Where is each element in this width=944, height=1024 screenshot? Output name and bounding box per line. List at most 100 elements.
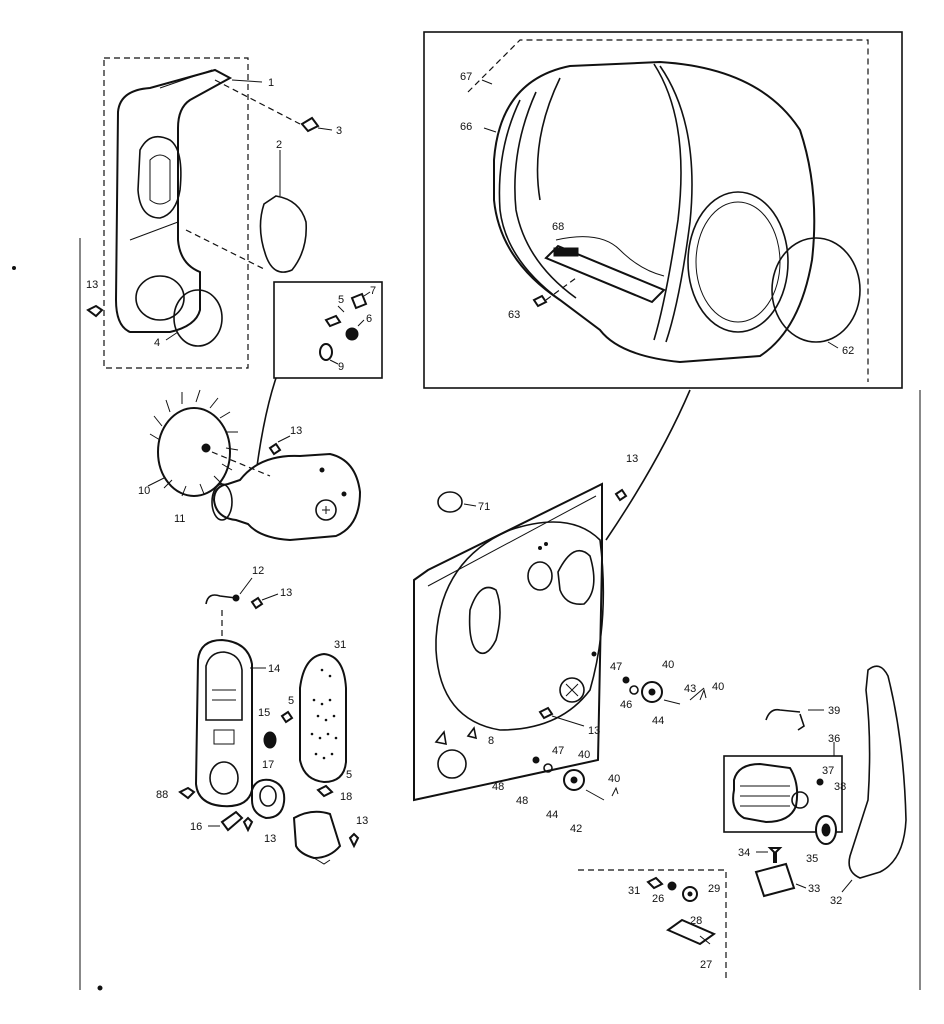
idler-group-box [578, 869, 727, 980]
motor-bracket-33 [754, 862, 807, 898]
label-66: 66 [460, 121, 472, 133]
drum-seal-62 [771, 237, 861, 349]
label-4: 4 [154, 337, 160, 349]
upper-roller-assembly [622, 676, 707, 705]
label-27: 27 [700, 959, 712, 971]
drum-group-box [423, 31, 903, 389]
label-5c: 5 [346, 769, 352, 781]
seal-71 [437, 491, 477, 513]
label-39: 39 [828, 705, 840, 717]
label-43: 43 [684, 683, 696, 695]
seal-2 [259, 150, 308, 273]
label-44b: 44 [546, 809, 558, 821]
baffle-68 [544, 244, 666, 304]
label-37: 37 [822, 765, 834, 777]
bulkhead-group-box [103, 57, 249, 369]
label-29: 29 [708, 883, 720, 895]
label-14: 14 [268, 663, 280, 675]
screw-5-duct [280, 710, 294, 724]
screw-13-bracket [242, 816, 254, 833]
label-13e: 13 [356, 815, 368, 827]
drive-belt-32 [841, 665, 907, 893]
thermostat-15 [263, 731, 277, 749]
label-32: 32 [830, 895, 842, 907]
label-13a: 13 [86, 279, 98, 291]
label-11: 11 [174, 513, 185, 525]
screw-13-cone [348, 832, 360, 849]
label-71: 71 [478, 501, 490, 513]
clip-12 [205, 577, 253, 605]
label-2: 2 [276, 139, 282, 151]
label-16: 16 [190, 821, 202, 833]
label-13c: 13 [280, 587, 292, 599]
label-40d: 40 [608, 773, 620, 785]
label-38: 38 [834, 781, 846, 793]
label-34: 34 [738, 847, 750, 859]
label-31a: 31 [334, 639, 346, 651]
label-48b: 48 [492, 781, 504, 793]
motor-clip-39 [765, 708, 824, 731]
screw-5-screen [316, 784, 334, 798]
rear-bulkhead [413, 482, 605, 802]
motor-box [723, 755, 843, 833]
label-3: 3 [336, 125, 342, 137]
label-33: 33 [808, 883, 820, 895]
label-7: 7 [370, 285, 376, 297]
label-48a: 48 [516, 795, 528, 807]
label-13f: 13 [626, 453, 638, 465]
label-47a: 47 [610, 661, 622, 673]
label-6: 6 [366, 313, 372, 325]
idler-assembly [646, 876, 717, 946]
label-44a: 44 [652, 715, 664, 727]
screw-88 [178, 786, 196, 800]
bracket-16 [208, 810, 244, 832]
label-40b: 40 [712, 681, 724, 693]
label-15: 15 [258, 707, 270, 719]
label-63: 63 [508, 309, 520, 321]
lint-duct-14 [194, 638, 253, 808]
screw-3 [214, 79, 320, 133]
label-42: 42 [570, 823, 582, 835]
screw-13-left [86, 304, 104, 318]
label-13d: 13 [264, 833, 276, 845]
label-26: 26 [652, 893, 664, 905]
label-17: 17 [262, 759, 274, 771]
label-5a: 5 [338, 294, 344, 306]
ring-seal-4 [165, 289, 223, 347]
label-36a: 36 [828, 733, 840, 745]
lint-screen-31 [299, 652, 347, 784]
label-8: 8 [488, 735, 494, 747]
label-13g: 13 [588, 725, 600, 737]
screw-63 [532, 277, 577, 308]
label-10: 10 [138, 485, 150, 497]
front-bulkhead-panel [114, 68, 233, 333]
screw-13-clip [250, 593, 279, 610]
label-5b: 5 [288, 695, 294, 707]
heater-cone [292, 810, 342, 865]
screw-13-blower [268, 435, 291, 456]
label-13b: 13 [290, 425, 302, 437]
screw-13-bulkhead-top [614, 488, 628, 502]
heater-housing-17 [251, 778, 286, 820]
lower-roller-assembly [532, 756, 619, 801]
label-18: 18 [340, 791, 352, 803]
drum-66 [493, 60, 816, 364]
label-9: 9 [338, 361, 344, 373]
label-1: 1 [268, 77, 274, 89]
label-40a: 40 [662, 659, 674, 671]
blower-wheel-10 [149, 389, 239, 497]
label-68: 68 [552, 221, 564, 233]
screw-13-bulkhead-mid [538, 706, 585, 727]
label-35: 35 [806, 853, 818, 865]
label-46a: 46 [620, 699, 632, 711]
label-12: 12 [252, 565, 264, 577]
label-67: 67 [460, 71, 472, 83]
label-40c: 40 [578, 749, 590, 761]
pulley-35 [815, 815, 837, 845]
label-31b: 31 [628, 885, 640, 897]
small-parts-box [273, 281, 383, 379]
label-28: 28 [690, 915, 702, 927]
label-47b: 47 [552, 745, 564, 757]
label-62: 62 [842, 345, 854, 357]
